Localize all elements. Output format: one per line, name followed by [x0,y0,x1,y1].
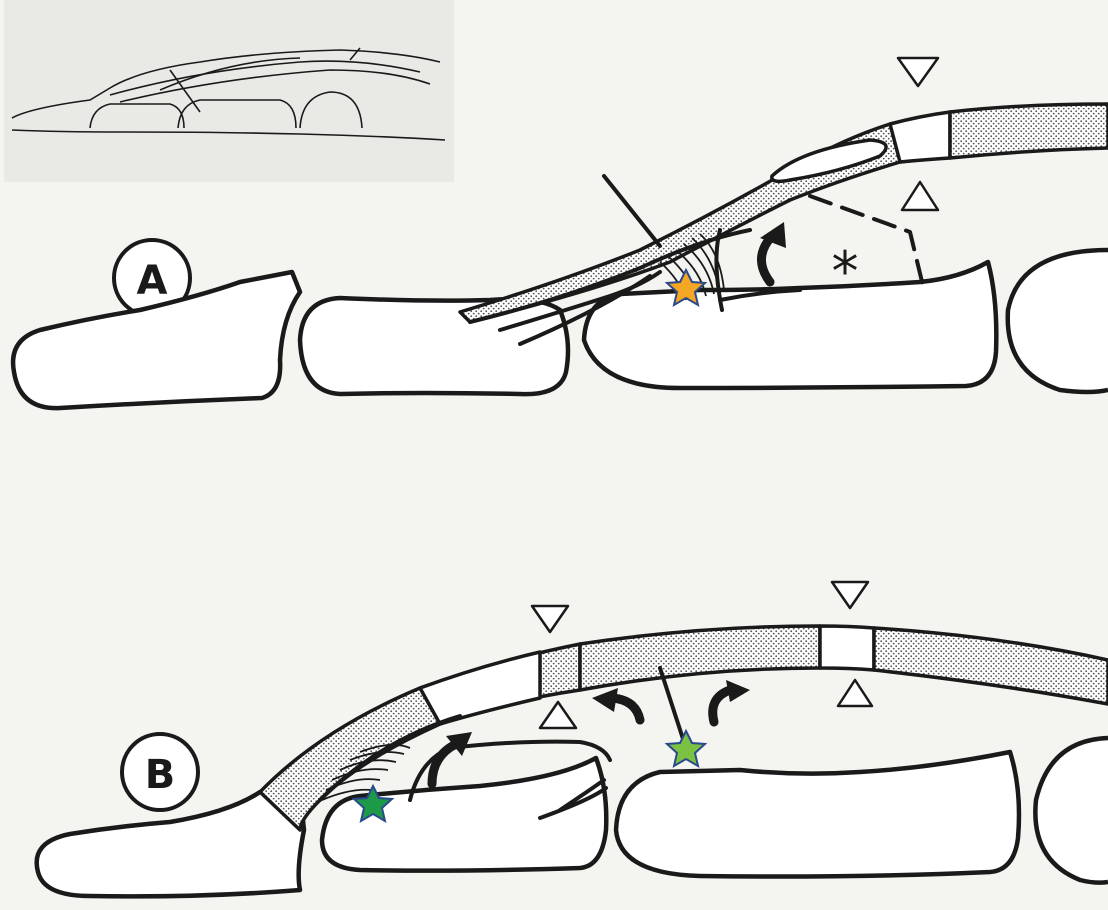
extensor-tendon-middle-stippled-b [580,626,820,690]
open-triangle-up-b2 [838,680,872,706]
extensor-tendon-proximal-stippled-b [874,628,1108,704]
svg-text:A: A [137,258,168,304]
tendon-cut-line-a [604,176,660,246]
svg-text:B: B [145,752,176,798]
open-triangle-down-a [898,58,938,86]
open-triangle-down-b1 [532,606,568,632]
metacarpal-head-a [1008,250,1108,392]
extensor-tendon-white-segment-b2 [820,626,874,670]
tendon-cut-line-b [660,668,684,742]
open-triangle-down-b2 [832,582,868,608]
panel-b-label: B [122,734,198,810]
inset-overview-sketch [4,0,454,182]
proximal-phalanx-b [616,752,1019,877]
curved-arrow-icon-b3 [713,680,750,722]
middle-phalanx-a [300,298,568,394]
extensor-tendon-white-segment-b1 [420,652,540,724]
panel-b: B [37,582,1108,896]
extensor-tendon-proximal-stippled-a [950,104,1108,158]
asterisk-marker-a: * [832,240,859,303]
open-triangle-up-b1 [540,702,576,728]
light-green-star-icon [667,731,705,766]
metacarpal-head-b [1035,738,1108,883]
curved-arrow-icon-b1 [432,732,472,784]
extensor-tendon-white-segment-a [890,112,950,162]
curved-arrow-icon-b2 [592,688,640,720]
open-triangle-up-a [902,182,938,210]
curved-arrow-icon-a [760,222,786,282]
